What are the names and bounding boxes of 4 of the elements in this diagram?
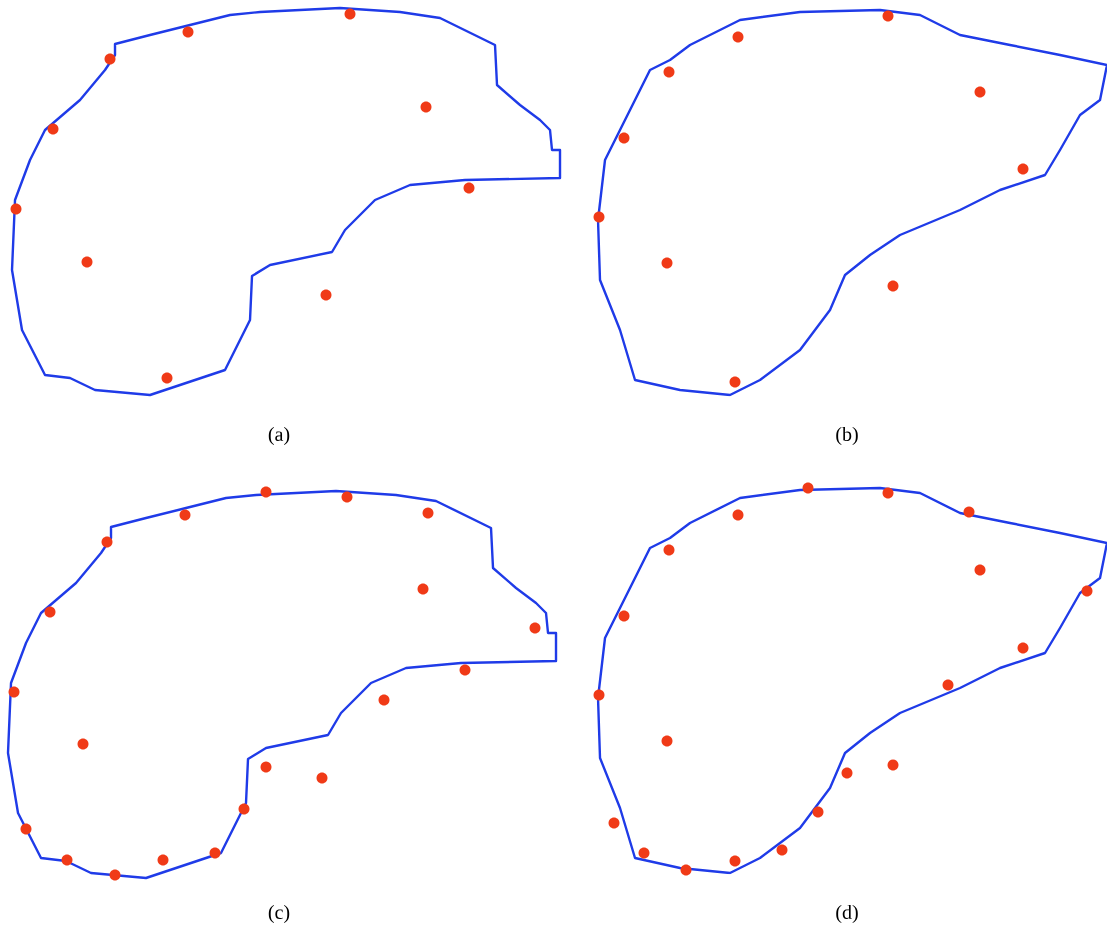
panel-label: (b) — [836, 426, 858, 446]
panel-label: (d) — [836, 904, 858, 924]
panel-label: (c) — [268, 904, 290, 924]
panel-label: (a) — [268, 426, 290, 446]
